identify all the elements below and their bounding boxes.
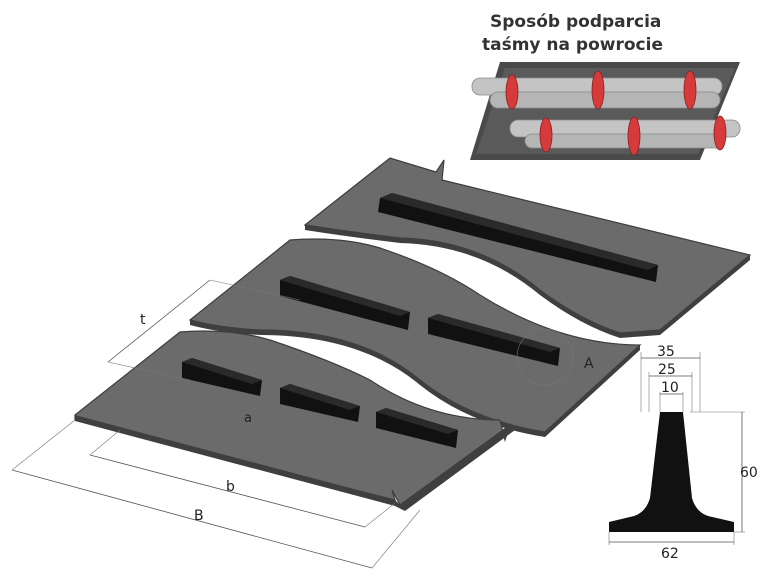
dim-top-25: 25 <box>658 362 676 378</box>
detail-circle-A <box>516 328 574 386</box>
belt-segment-bottom <box>74 330 515 511</box>
support-ring <box>505 74 519 110</box>
belt-dimensions: t a b B A <box>11 279 594 569</box>
roller-inset: Sposób podparcia taśmy na powrocie <box>470 12 741 160</box>
dim-height-60: 60 <box>740 465 758 481</box>
inset-title-line2: taśmy na powrocie <box>482 35 663 55</box>
lower-roller-2 <box>524 133 726 149</box>
support-ring <box>683 70 697 110</box>
cleat-profile: 35 25 10 60 62 <box>608 344 758 562</box>
upper-roller-2 <box>489 91 721 109</box>
support-ring <box>713 115 727 151</box>
dim-top-10: 10 <box>661 380 679 396</box>
support-ring <box>539 117 553 153</box>
support-ring <box>591 70 605 110</box>
label-t: t <box>140 312 146 328</box>
inset-title-line1: Sposób podparcia <box>490 12 661 32</box>
belt-segment-top <box>303 157 752 338</box>
dim-base-62: 62 <box>661 546 679 562</box>
label-detail-A: A <box>584 356 594 372</box>
cleat-profile-shape <box>609 412 734 532</box>
support-ring <box>627 116 641 156</box>
dim-top-35: 35 <box>657 344 675 360</box>
label-a: a <box>244 411 252 426</box>
label-B: B <box>194 508 204 524</box>
label-b: b <box>226 479 235 495</box>
belt-segment-middle <box>188 238 642 437</box>
